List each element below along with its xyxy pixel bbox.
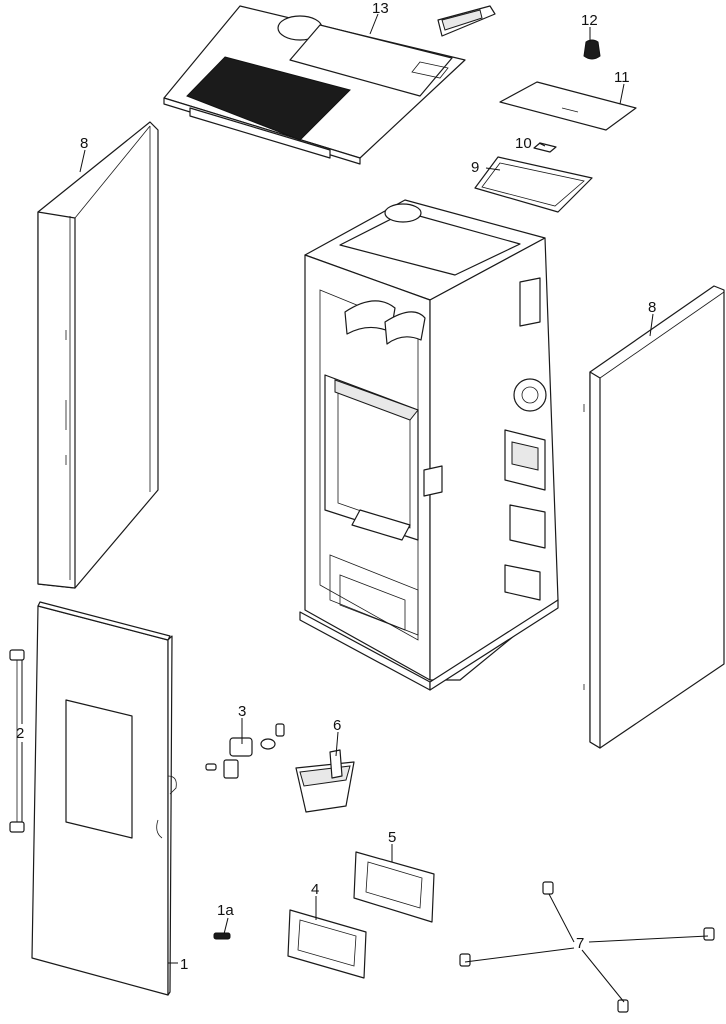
label-2: 2 <box>16 725 24 742</box>
label-12: 12 <box>581 12 598 29</box>
label-11: 11 <box>614 69 630 86</box>
label-8-right: 8 <box>648 299 656 316</box>
label-3: 3 <box>238 703 246 720</box>
top-cover-part <box>163 5 466 165</box>
part-labels: 13 12 11 10 9 8 8 2 3 6 5 4 1a 1 7 <box>16 0 656 973</box>
side-panel-right-part <box>583 285 725 749</box>
small-plate-part <box>533 142 557 153</box>
brazier-part <box>295 749 355 813</box>
side-panel-left-part <box>37 121 159 589</box>
label-1: 1 <box>180 956 188 973</box>
knob-part <box>583 39 601 60</box>
inspection-panel-part <box>499 81 637 131</box>
label-4: 4 <box>311 881 319 898</box>
stove-body-part <box>299 199 559 691</box>
label-13: 13 <box>372 0 389 17</box>
gasket-frame-part <box>474 156 593 213</box>
label-10: 10 <box>515 135 532 152</box>
foot-part <box>459 881 715 1013</box>
leader-lines <box>21 13 709 1003</box>
gasket-plate-4-part <box>287 909 367 979</box>
label-8-left: 8 <box>80 135 88 152</box>
label-1a: 1a <box>217 902 234 919</box>
igniter-part <box>437 5 496 37</box>
label-6: 6 <box>333 717 341 734</box>
hinge-part <box>9 649 25 833</box>
screw-part <box>213 932 231 940</box>
label-7: 7 <box>576 935 584 952</box>
front-door-part <box>31 601 177 996</box>
latch-part <box>205 723 285 779</box>
label-5: 5 <box>388 829 396 846</box>
gasket-plate-5-part <box>353 851 435 923</box>
label-9: 9 <box>471 159 479 176</box>
